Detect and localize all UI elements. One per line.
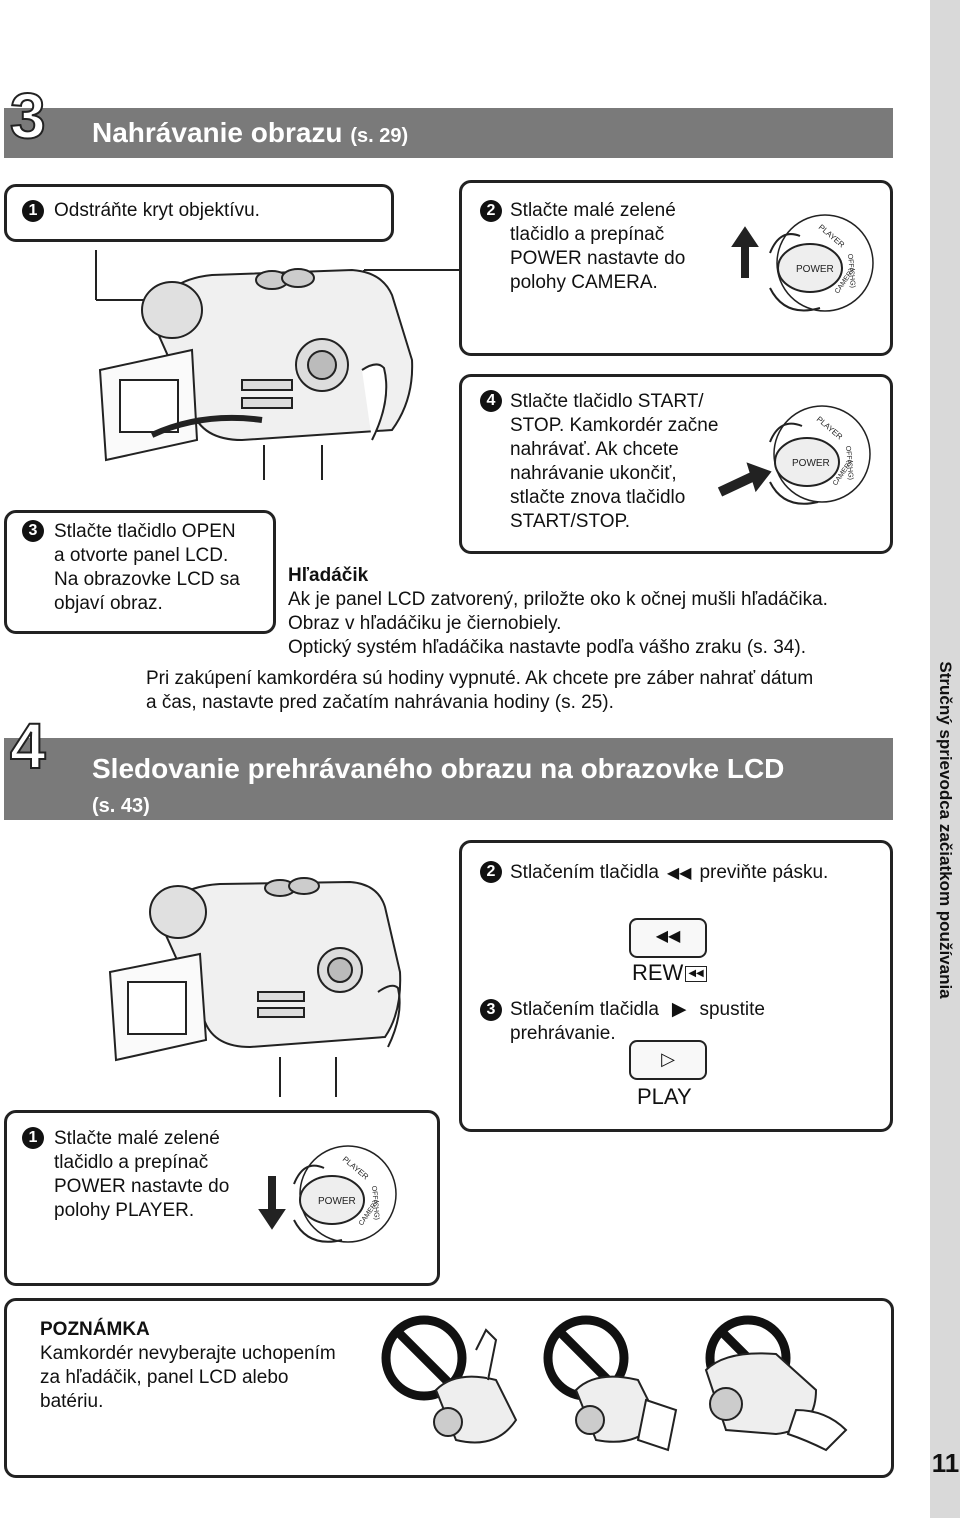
step-3-badge: 3 <box>22 520 44 542</box>
rew-button[interactable]: ◀◀ <box>629 918 707 958</box>
section-4-title: Sledovanie prehrávaného obrazu na obrazo… <box>92 752 784 786</box>
step-4-badge: 4 <box>480 390 502 412</box>
step-2-text: Stlačte malé zelené tlačidlo a prepínač … <box>510 199 685 295</box>
step-1-badge: 1 <box>22 200 44 222</box>
step-1b-text: Stlačte malé zelené tlačidlo a prepínač … <box>54 1127 229 1223</box>
step-3b-text: Stlačením tlačidla ▶ spustite prehrávani… <box>510 998 765 1046</box>
camcorder-playback-illustration <box>100 862 420 1102</box>
section-3-title: Nahrávanie obrazu (s. 29) <box>92 116 408 153</box>
power-switch-player-illustration: POWER PLAYER OFF(CHG) CAMERA <box>258 1134 418 1254</box>
prohibited-icon-2 <box>548 1320 676 1450</box>
power-label: POWER <box>796 264 834 275</box>
play-label: PLAY <box>637 1084 692 1110</box>
step-1-text: Odstráňte kryt objektívu. <box>54 199 260 223</box>
step-4-text: Stlačte tlačidlo START/ STOP. Kamkordér … <box>510 390 718 534</box>
section-3-ref: (s. 29) <box>350 125 408 147</box>
rew-small-icon: ◀◀ <box>685 966 706 982</box>
play-button[interactable]: ▷ <box>629 1040 707 1080</box>
prohibited-illustrations <box>376 1310 876 1460</box>
section-3-title-text: Nahrávanie obrazu <box>92 117 343 148</box>
step-2b-text: Stlačením tlačidla ◀◀ previňte pásku. <box>510 861 828 886</box>
section-4-number: 4 <box>10 714 46 778</box>
clock-note: Pri zakúpení kamkordéra sú hodiny vypnut… <box>146 667 813 715</box>
power-switch-illustration: POWER PLAYER OFF(CHG) CAMERA <box>730 198 880 328</box>
step-3b-badge: 3 <box>480 999 502 1021</box>
power-switch-press-illustration: POWER PLAYER OFF(CHG) CAMERA <box>712 392 882 522</box>
step-1b-badge: 1 <box>22 1127 44 1149</box>
note-heading: POZNÁMKA <box>40 1318 150 1342</box>
step-2b-badge: 2 <box>480 861 502 883</box>
page-number: 11 <box>931 1448 960 1479</box>
camcorder-illustration <box>92 240 472 490</box>
rew-label: REW◀◀ <box>632 960 707 986</box>
prohibited-icon-3 <box>706 1320 846 1450</box>
power-label-3: POWER <box>318 1196 356 1207</box>
note-text: Kamkordér nevyberajte uchopením za hľadá… <box>40 1342 336 1414</box>
section-3-number: 3 <box>10 84 46 148</box>
prohibited-icon-1 <box>386 1320 516 1443</box>
step-3-text: Stlačte tlačidlo OPEN a otvorte panel LC… <box>54 520 240 616</box>
player-label-2: PLAYER <box>815 415 845 442</box>
rewind-icon: ◀◀ <box>664 862 694 886</box>
sidebar-label: Stručný sprievodca začiatkom používania <box>935 661 955 998</box>
section-4-ref: (s. 43) <box>92 786 150 823</box>
play-icon: ▶ <box>664 998 694 1022</box>
step-2-badge: 2 <box>480 200 502 222</box>
power-label-2: POWER <box>792 458 830 469</box>
viewfinder-text: Ak je panel LCD zatvorený, priložte oko … <box>288 588 828 660</box>
viewfinder-heading: Hľadáčik <box>288 564 368 588</box>
